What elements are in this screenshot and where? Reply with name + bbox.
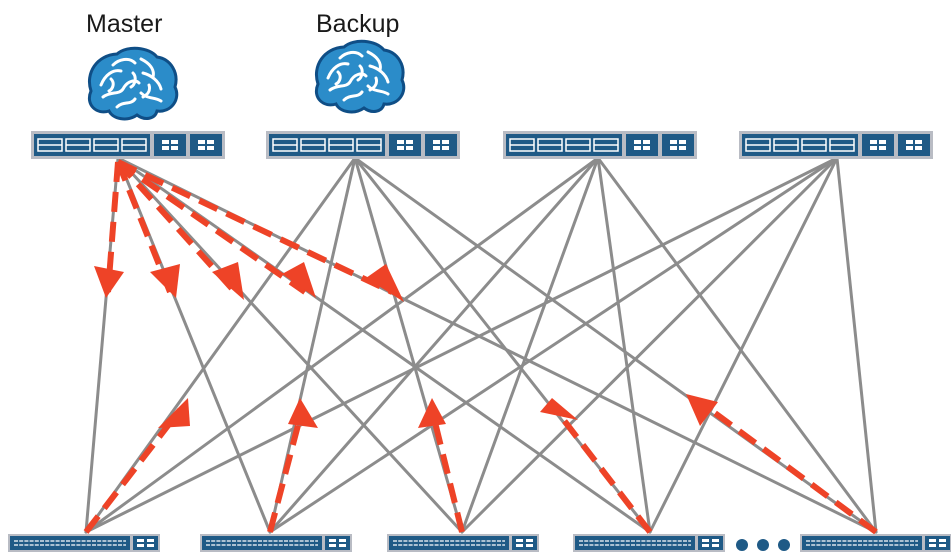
- spine-leaf-links: [84, 156, 878, 534]
- flow-master-to-leaf-5: [116, 159, 394, 295]
- master-brain-icon: [87, 46, 179, 121]
- backup-label: Backup: [316, 10, 400, 38]
- leaf-switch-2: [199, 533, 353, 553]
- arrowhead-up-1: [158, 398, 190, 428]
- flow-master-to-leaf-4: [116, 159, 307, 295]
- spine-switch-4: [738, 130, 934, 160]
- leaf-switch-4: [572, 533, 726, 553]
- flow-leaf-1-to-master: [83, 408, 183, 534]
- arrowhead-up-4: [540, 398, 578, 420]
- arrowhead-up-3: [418, 398, 446, 428]
- flow-leaf-5-to-master: [698, 399, 878, 535]
- flow-leaf-2-to-master: [267, 409, 305, 533]
- arrowhead-up-5: [686, 394, 718, 426]
- control-flow-arrowheads: [94, 262, 718, 428]
- more-leaves-ellipsis-icon: [736, 539, 790, 551]
- arrowhead-down-4: [282, 262, 316, 298]
- control-flow-arrows: [83, 159, 878, 535]
- arrowhead-down-1: [94, 266, 124, 298]
- spine-switch-backup: [265, 130, 461, 160]
- leaf-switch-5: [799, 533, 951, 553]
- flow-leaf-3-to-master: [429, 409, 465, 533]
- master-label: Master: [86, 10, 163, 38]
- leaf-switch-3: [386, 533, 540, 553]
- flow-leaf-4-to-master: [553, 408, 653, 534]
- arrowhead-down-3: [212, 262, 244, 300]
- spine-switch-master: [30, 130, 226, 160]
- backup-brain-icon: [314, 39, 406, 114]
- arrowhead-up-2: [288, 398, 318, 428]
- arrowhead-down-2: [150, 264, 180, 298]
- flow-master-to-leaf-2: [115, 160, 173, 294]
- spine-switch-3: [502, 130, 698, 160]
- arrowhead-down-5: [366, 264, 404, 302]
- leaf-switch-1: [7, 533, 161, 553]
